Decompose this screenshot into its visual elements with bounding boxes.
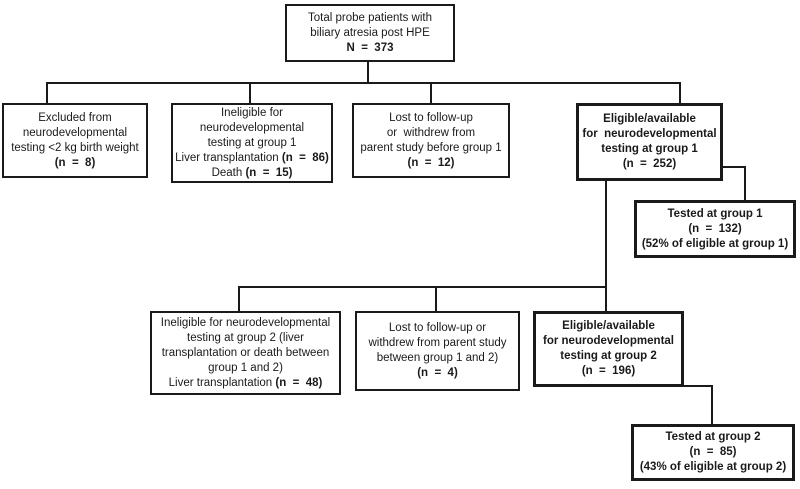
box-n-value: (n = 8) xyxy=(54,156,96,169)
box-n-value: (n = 4) xyxy=(417,367,458,379)
box-total-patients: Total probe patients with biliary atresi… xyxy=(285,4,455,62)
connector-eligible-g1-to-row3 xyxy=(605,180,607,312)
box-text-line: for neurodevelopmental xyxy=(543,335,674,347)
box-text-line: biliary atresia post HPE xyxy=(310,26,430,39)
box-text-line: parent study before group 1 xyxy=(360,141,502,154)
box-text-line: Excluded from xyxy=(38,111,112,124)
connector-row3-horizontal xyxy=(238,286,607,288)
box-text-line: testing at group 1 xyxy=(601,143,698,155)
box-text-line: Total probe patients with xyxy=(307,11,433,24)
box-text-line: Tested at group 2 xyxy=(665,431,761,443)
box-n-value: (n = 196) xyxy=(581,365,636,377)
box-n-value: (n = 12) xyxy=(407,156,455,169)
reason-label: Death xyxy=(211,166,246,179)
box-eligible-group2: Eligible/available for neurodevelopmenta… xyxy=(533,311,684,387)
box-text-line: Lost to follow-up xyxy=(389,111,473,124)
connector-tested-g2-down xyxy=(711,385,713,425)
box-excluded-birthweight: Excluded from neurodevelopmental testing… xyxy=(2,103,148,178)
connector-drop-excluded xyxy=(46,82,48,104)
box-text-line: for neurodevelopmental xyxy=(582,128,717,140)
box-text-line: testing <2 kg birth weight xyxy=(11,141,139,154)
box-text-line: group 1 and 2) xyxy=(208,361,283,374)
box-text-line: Liver transplantation (n = 86) xyxy=(175,151,329,166)
box-text-line: between group 1 and 2) xyxy=(376,352,499,364)
box-tested-group1: Tested at group 1 (n = 132) (52% of elig… xyxy=(634,200,796,258)
box-text-line: Liver transplantation (n = 48) xyxy=(169,376,323,391)
box-eligible-group1: Eligible/available for neurodevelopmenta… xyxy=(576,103,723,181)
box-text-line: Eligible/available xyxy=(562,320,655,332)
box-text-line: Lost to follow-up or xyxy=(388,322,487,334)
box-n-value: (n = 252) xyxy=(622,158,677,170)
box-text-line: testing at group 1 xyxy=(207,136,297,149)
connector-drop-lost-g2 xyxy=(435,286,437,312)
box-text-line: withdrew from parent study xyxy=(368,337,507,349)
connector-drop-eligible-g1 xyxy=(679,82,681,104)
connector-drop-lost-g1 xyxy=(430,82,432,104)
box-percentage: (52% of eligible at group 1) xyxy=(641,237,789,250)
box-text-line: neurodevelopmental xyxy=(22,126,128,139)
box-lost-before-group1: Lost to follow-up or withdrew from paren… xyxy=(352,103,510,178)
connector-eligible-g2-right xyxy=(682,385,713,387)
box-text-line: Eligible/available xyxy=(603,113,696,125)
box-text-line: neurodevelopmental xyxy=(199,121,305,134)
box-text-line: Death (n = 15) xyxy=(212,166,293,181)
box-ineligible-group1: Ineligible for neurodevelopmental testin… xyxy=(171,103,333,183)
box-text-line: transplantation or death between xyxy=(161,346,330,359)
box-n-value: (n = 85) xyxy=(689,446,737,458)
box-lost-between-groups: Lost to follow-up or withdrew from paren… xyxy=(355,311,520,391)
connector-drop-ineligible-g1 xyxy=(249,82,251,104)
box-text-line: or withdrew from xyxy=(386,126,476,139)
connector-drop-ineligible-g2 xyxy=(238,286,240,312)
box-ineligible-group2: Ineligible for neurodevelopmental testin… xyxy=(150,311,341,395)
box-text-line: testing at group 2 xyxy=(560,350,657,362)
box-text-line: testing at group 2 (liver xyxy=(187,331,304,344)
box-n-value: (n = 86) xyxy=(281,151,329,164)
reason-label: Liver transplantation xyxy=(175,151,282,164)
connector-row2-horizontal xyxy=(46,82,681,84)
box-text-line: Tested at group 1 xyxy=(667,207,763,220)
box-n-value: N = 373 xyxy=(346,41,394,54)
box-text-line: Ineligible for neurodevelopmental xyxy=(160,316,331,329)
connector-total-down xyxy=(367,61,369,84)
connector-tested-g1-down xyxy=(744,166,746,201)
box-n-value: (n = 15) xyxy=(245,166,293,179)
reason-label: Liver transplantation xyxy=(168,376,276,389)
box-text-line: Ineligible for xyxy=(220,106,283,119)
box-tested-group2: Tested at group 2 (n = 85) (43% of eligi… xyxy=(631,424,795,481)
box-percentage: (43% of eligible at group 2) xyxy=(639,461,787,473)
box-n-value: (n = 48) xyxy=(275,376,323,389)
connector-eligible-g1-right xyxy=(722,166,746,168)
box-n-value: (n = 132) xyxy=(688,222,742,235)
